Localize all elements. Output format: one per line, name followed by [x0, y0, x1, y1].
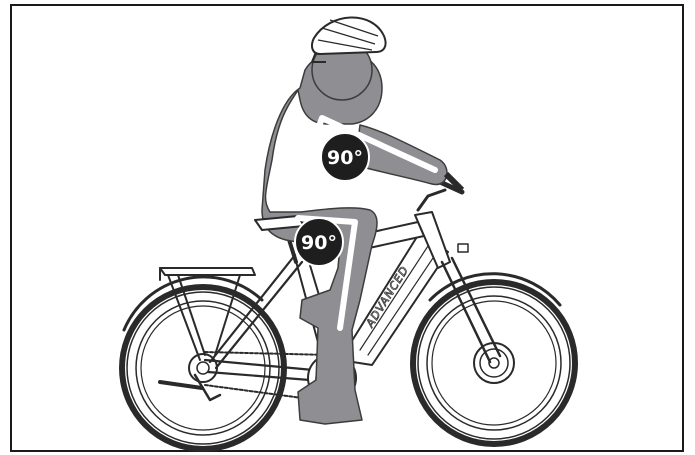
- hip-angle-label: 90°: [327, 147, 363, 169]
- hip-angle-badge: 90°: [321, 133, 369, 181]
- knee-angle-badge: 90°: [295, 218, 343, 266]
- front-light: [458, 244, 468, 252]
- knee-angle-label: 90°: [301, 232, 337, 254]
